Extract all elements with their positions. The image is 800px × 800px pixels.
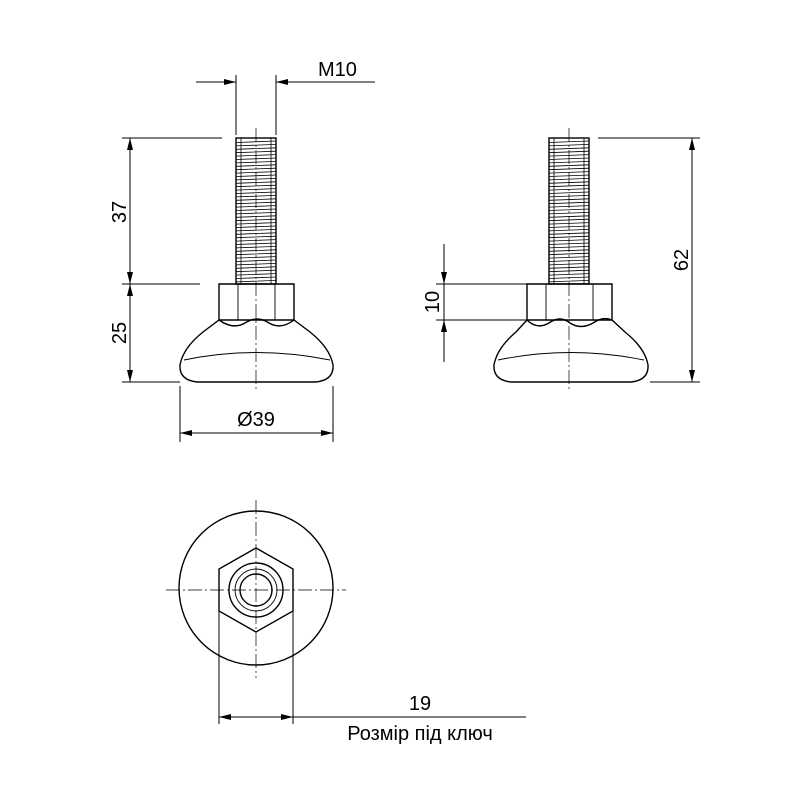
foot-base: [179, 318, 334, 383]
wrench-size-caption: Розмір під ключ: [347, 723, 493, 745]
dimension-m10: M10: [196, 59, 375, 135]
dimension-37: 37: [109, 137, 222, 285]
dim-diameter-label: Ø39: [237, 409, 275, 431]
dimension-62: 62: [598, 137, 700, 383]
hex-nut: [218, 283, 295, 321]
dim-base-height-label: 25: [109, 322, 131, 344]
dim-wrench-label: 19: [409, 693, 431, 715]
dim-thread-label: M10: [318, 59, 357, 81]
dim-stud-label: 37: [109, 201, 131, 223]
top-view: [166, 500, 346, 678]
hex-nut: [526, 283, 613, 321]
dimension-10: 10: [422, 244, 527, 362]
dimension-d39: Ø39: [179, 386, 334, 442]
dimension-19: 19 Розмір під ключ: [218, 611, 526, 745]
dim-total-height-label: 62: [671, 249, 693, 271]
dimension-25: 25: [109, 284, 180, 383]
dim-hex-height-label: 10: [422, 291, 444, 313]
front-view-right: [493, 128, 649, 392]
front-view-left: [179, 128, 334, 392]
foot-base: [493, 317, 649, 383]
